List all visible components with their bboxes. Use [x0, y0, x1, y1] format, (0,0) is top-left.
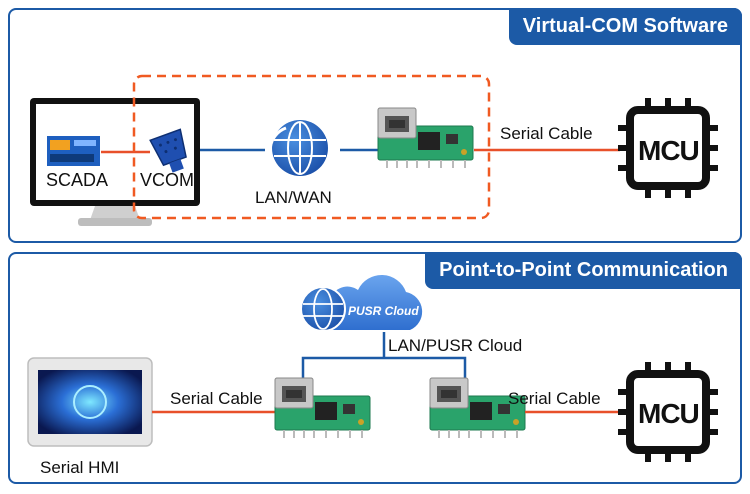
panel-title-point-to-point: Point-to-Point Communication — [425, 252, 742, 289]
mcu-label-top: MCU — [638, 135, 700, 166]
serial-cable-label-right: Serial Cable — [508, 389, 601, 408]
mcu-label-bottom: MCU — [638, 398, 700, 429]
serial-hmi-label: Serial HMI — [40, 458, 120, 477]
serial-module-left-icon — [274, 377, 371, 439]
vcom-label: VCOM — [140, 170, 194, 190]
scada-label: SCADA — [46, 170, 109, 190]
serial-module-icon — [377, 107, 474, 169]
pusr-cloud-badge-label: PUSR Cloud — [348, 304, 419, 318]
vcom-connector-icon — [149, 128, 187, 173]
hmi-screen-icon — [27, 357, 153, 447]
lan-pusr-cloud-label: LAN/PUSR Cloud — [388, 336, 523, 355]
serial-cable-label-left: Serial Cable — [170, 389, 263, 408]
scada-screen-icon — [47, 136, 100, 166]
globe-icon — [268, 120, 328, 176]
panel-title-virtual-com: Virtual-COM Software — [508, 8, 742, 45]
cloud-icon — [300, 274, 423, 332]
lan-wan-label: LAN/WAN — [255, 188, 332, 207]
vcom-dashed-boundary — [132, 74, 491, 220]
serial-cable-label-top: Serial Cable — [500, 124, 593, 143]
